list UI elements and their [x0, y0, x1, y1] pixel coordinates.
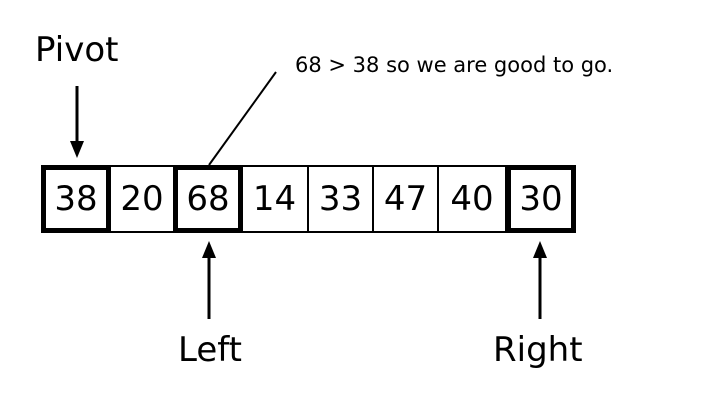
array-cell: 33	[307, 165, 374, 233]
pivot-arrow	[70, 86, 84, 158]
array-cell-right: 30	[506, 165, 576, 233]
array-cell-left: 68	[173, 165, 243, 233]
right-arrow	[533, 241, 547, 319]
array: 38 20 68 14 33 47 40 30	[41, 165, 576, 233]
array-cell: 47	[372, 165, 439, 233]
array-cell-pivot: 38	[41, 165, 111, 233]
annotation-leader-line	[208, 71, 277, 166]
right-label: Right	[493, 330, 583, 370]
array-cell: 40	[437, 165, 507, 233]
left-arrow	[202, 241, 216, 319]
annotation-text: 68 > 38 so we are good to go.	[295, 53, 614, 77]
array-cell: 20	[108, 165, 176, 233]
array-cell: 14	[240, 165, 309, 233]
left-label: Left	[178, 330, 242, 370]
pivot-label: Pivot	[35, 30, 119, 70]
